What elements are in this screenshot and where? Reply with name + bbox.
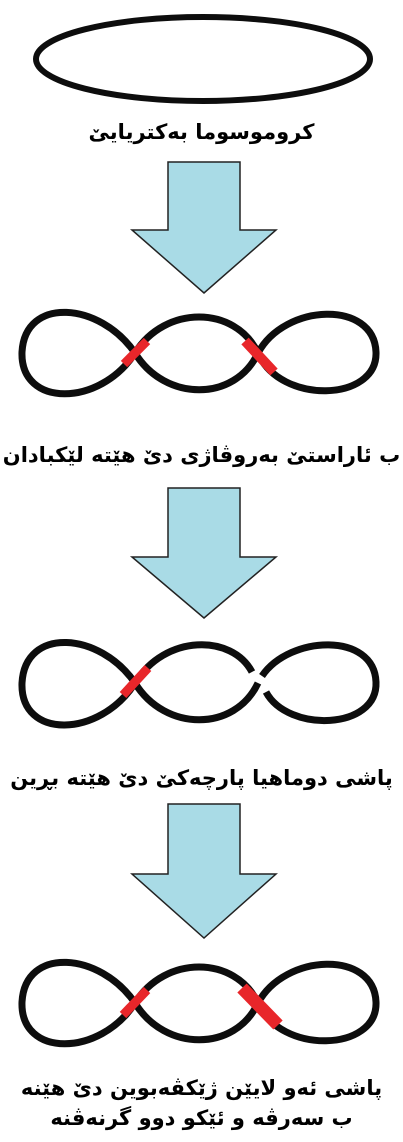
- step-3-caption: پاشی دوماهیا پارچەکێ دێ هێتە بڕین: [0, 763, 403, 793]
- step-4-caption-line-1: پاشی ئەو لایێن ژێکڤەبوین دێ هێنە: [0, 1073, 403, 1103]
- down-arrow-2: [132, 488, 276, 618]
- down-arrow-3: [132, 804, 276, 938]
- cut-loop-path: [22, 642, 258, 725]
- circular-chromosome: [36, 17, 370, 101]
- down-arrow-1: [132, 162, 276, 293]
- step-1-caption: کروموسوما بەکتریایێ: [0, 117, 403, 147]
- twisted-chromosome: [22, 312, 376, 393]
- step-2-caption: ب ئاراستێ بەروڤاژی دێ هێتە لێکبادان: [0, 440, 403, 470]
- twisted-loop-path: [22, 312, 376, 393]
- step-4-caption-line-2: ب سەرڤە و ئێکو دوو گرنەڤنە: [0, 1103, 403, 1133]
- rejoined-chromosome: [22, 962, 376, 1043]
- cut-chromosome: [22, 642, 376, 725]
- rejoined-loop-path: [22, 962, 376, 1043]
- cut-loop-path: [262, 645, 376, 721]
